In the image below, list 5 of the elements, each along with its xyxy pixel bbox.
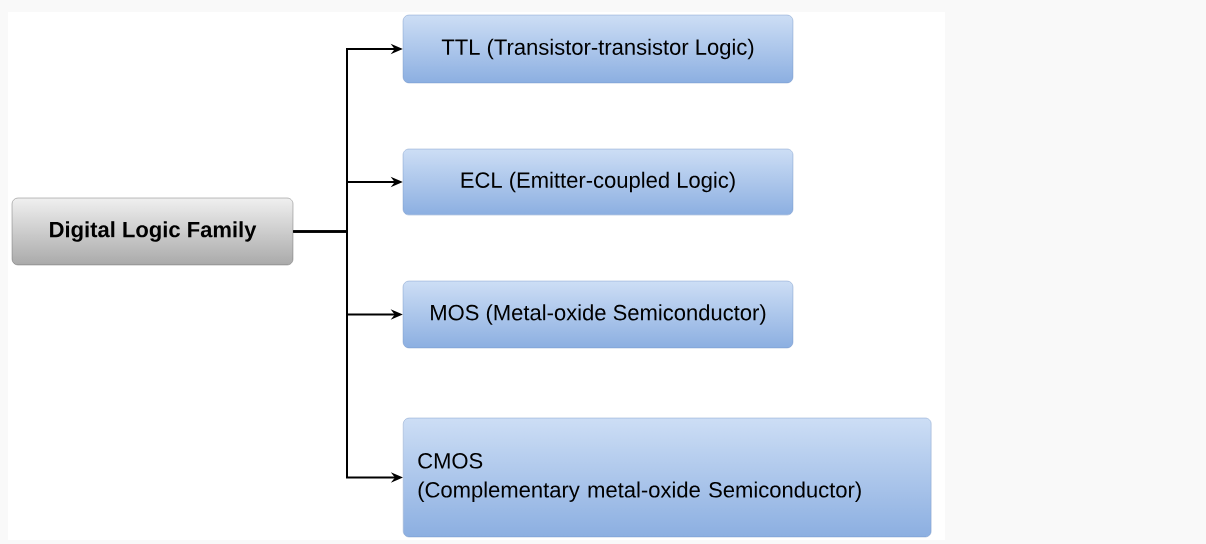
category-box: CMOS (Complementary metal-oxide Semiconductor)	[403, 417, 932, 538]
category-box: ECL (Emitter-coupled Logic)	[402, 148, 794, 216]
root-box: Digital Logic Family	[11, 197, 294, 266]
category-box: TTL (Transistor-transistor Logic)	[402, 14, 794, 84]
category-box: MOS (Metal-oxide Semiconductor)	[402, 280, 794, 349]
